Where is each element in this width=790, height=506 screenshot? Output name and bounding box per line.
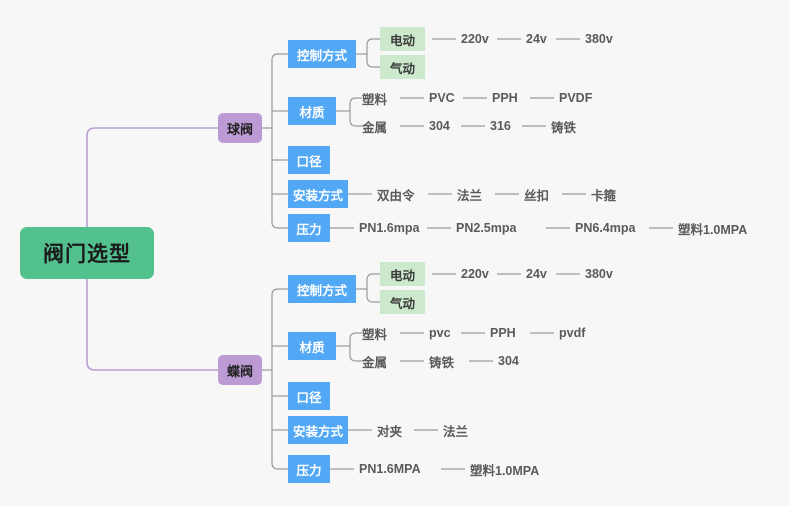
subnode-metal-butterfly[interactable]: 金属 <box>362 355 388 370</box>
leaf-item[interactable]: PVDF <box>559 91 593 105</box>
leaf-item[interactable]: PN1.6mpa <box>359 221 420 235</box>
subnode-electric-butterfly[interactable]: 电动 <box>380 262 425 286</box>
leaf-item[interactable]: PN1.6MPA <box>359 462 421 476</box>
branch-node-ball-valve[interactable]: 球阀 <box>218 113 262 143</box>
leaf-item[interactable]: 铸铁 <box>551 120 577 135</box>
attribute-node-material-ball[interactable]: 材质 <box>288 97 336 125</box>
subnode-plastic-butterfly[interactable]: 塑料 <box>362 327 388 342</box>
leaf-item[interactable]: PPH <box>490 326 516 340</box>
leaf-item[interactable]: 丝扣 <box>524 188 550 203</box>
subnode-pneumatic-ball[interactable]: 气动 <box>380 55 425 79</box>
leaf-item[interactable]: 304 <box>429 119 450 133</box>
subnode-metal-ball[interactable]: 金属 <box>362 120 388 135</box>
leaf-item[interactable]: 380v <box>585 267 613 281</box>
leaf-item[interactable]: 塑料1.0MPA <box>678 222 748 237</box>
leaf-item[interactable]: pvc <box>429 326 451 340</box>
leaf-item[interactable]: 铸铁 <box>429 355 455 370</box>
leaf-item[interactable]: 法兰 <box>457 188 483 203</box>
leaf-item[interactable]: 316 <box>490 119 511 133</box>
attribute-node-pressure-butterfly[interactable]: 压力 <box>288 455 330 483</box>
attribute-node-installation-butterfly[interactable]: 安装方式 <box>288 416 348 444</box>
leaf-item[interactable]: 24v <box>526 267 547 281</box>
leaf-item[interactable]: 304 <box>498 354 519 368</box>
attribute-node-installation-ball[interactable]: 安装方式 <box>288 180 348 208</box>
leaf-item[interactable]: 双由令 <box>377 188 415 203</box>
leaf-item[interactable]: PVC <box>429 91 455 105</box>
leaf-item[interactable]: 220v <box>461 32 489 46</box>
leaf-item[interactable]: PPH <box>492 91 518 105</box>
leaf-item[interactable]: pvdf <box>559 326 586 340</box>
leaf-item[interactable]: 24v <box>526 32 547 46</box>
leaf-item[interactable]: 卡箍 <box>591 188 617 203</box>
attribute-node-control-mode-ball[interactable]: 控制方式 <box>288 40 356 68</box>
attribute-node-diameter-butterfly[interactable]: 口径 <box>288 382 330 410</box>
leaf-item[interactable]: 对夹 <box>377 424 403 439</box>
attribute-node-diameter-ball[interactable]: 口径 <box>288 146 330 174</box>
leaf-item[interactable]: PN6.4mpa <box>575 221 636 235</box>
leaf-item[interactable]: 塑料1.0MPA <box>470 463 540 478</box>
root-node[interactable]: 阀门选型 <box>20 227 154 279</box>
branch-node-butterfly-valve[interactable]: 蝶阀 <box>218 355 262 385</box>
leaf-item[interactable]: PN2.5mpa <box>456 221 517 235</box>
subnode-plastic-ball[interactable]: 塑料 <box>362 92 388 107</box>
subnode-electric-ball[interactable]: 电动 <box>380 27 425 51</box>
attribute-node-material-butterfly[interactable]: 材质 <box>288 332 336 360</box>
attribute-node-pressure-ball[interactable]: 压力 <box>288 214 330 242</box>
subnode-pneumatic-butterfly[interactable]: 气动 <box>380 290 425 314</box>
leaf-item[interactable]: 380v <box>585 32 613 46</box>
leaf-item[interactable]: 220v <box>461 267 489 281</box>
leaf-item[interactable]: 法兰 <box>443 424 469 439</box>
attribute-node-control-mode-butterfly[interactable]: 控制方式 <box>288 275 356 303</box>
